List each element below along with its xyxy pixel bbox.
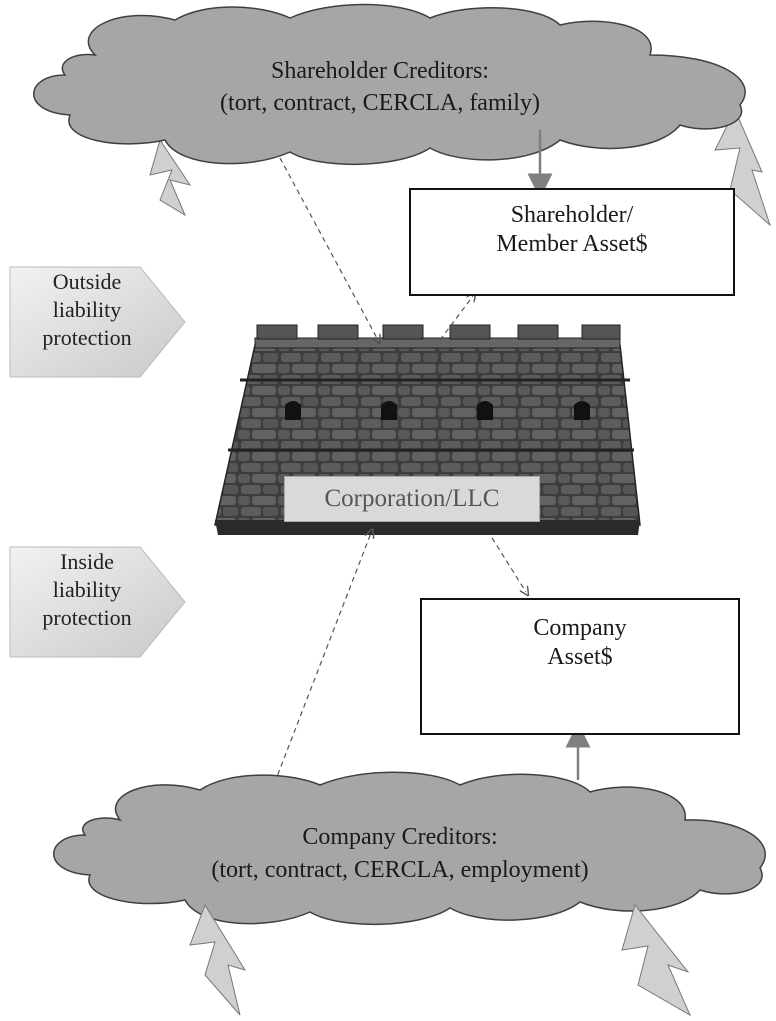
solid-arrows xyxy=(527,130,591,780)
inside-protection-line3: protection xyxy=(42,605,132,630)
outside-protection-chevron xyxy=(9,266,186,378)
inside-protection-line1: Inside xyxy=(60,549,114,574)
company-creditors-detail: (tort, contract, CERCLA, employment) xyxy=(211,857,589,883)
shareholder-assets-box: Shareholder/ Member Asset$ xyxy=(409,188,735,296)
shareholder-assets-line2: Member Asset$ xyxy=(496,230,648,257)
outside-protection-line3: protection xyxy=(42,325,132,350)
company-creditors-title: Company Creditors: xyxy=(302,824,498,850)
shareholder-creditors-detail: (tort, contract, CERCLA, family) xyxy=(220,90,540,116)
shareholder-assets-line1: Shareholder/ xyxy=(510,202,634,228)
corporation-label: Corporation/LLC xyxy=(284,476,540,522)
company-assets-line1: Company xyxy=(533,615,627,641)
company-assets-line2: Asset$ xyxy=(547,643,613,670)
company-creditors-cloud xyxy=(53,771,766,926)
lightning-bolt-icon xyxy=(149,108,772,227)
shareholder-creditors-cloud xyxy=(33,3,746,166)
inside-protection-chevron xyxy=(9,546,186,658)
outside-protection-line2: liability xyxy=(52,297,122,322)
outside-protection-line1: Outside xyxy=(52,269,122,294)
dashed-arrows xyxy=(267,157,526,801)
company-assets-box: Company Asset$ xyxy=(420,598,740,735)
inside-protection-line2: liability xyxy=(52,577,122,602)
lightning-bolt-icon xyxy=(189,903,692,1017)
shareholder-creditors-title: Shareholder Creditors: xyxy=(271,58,489,84)
